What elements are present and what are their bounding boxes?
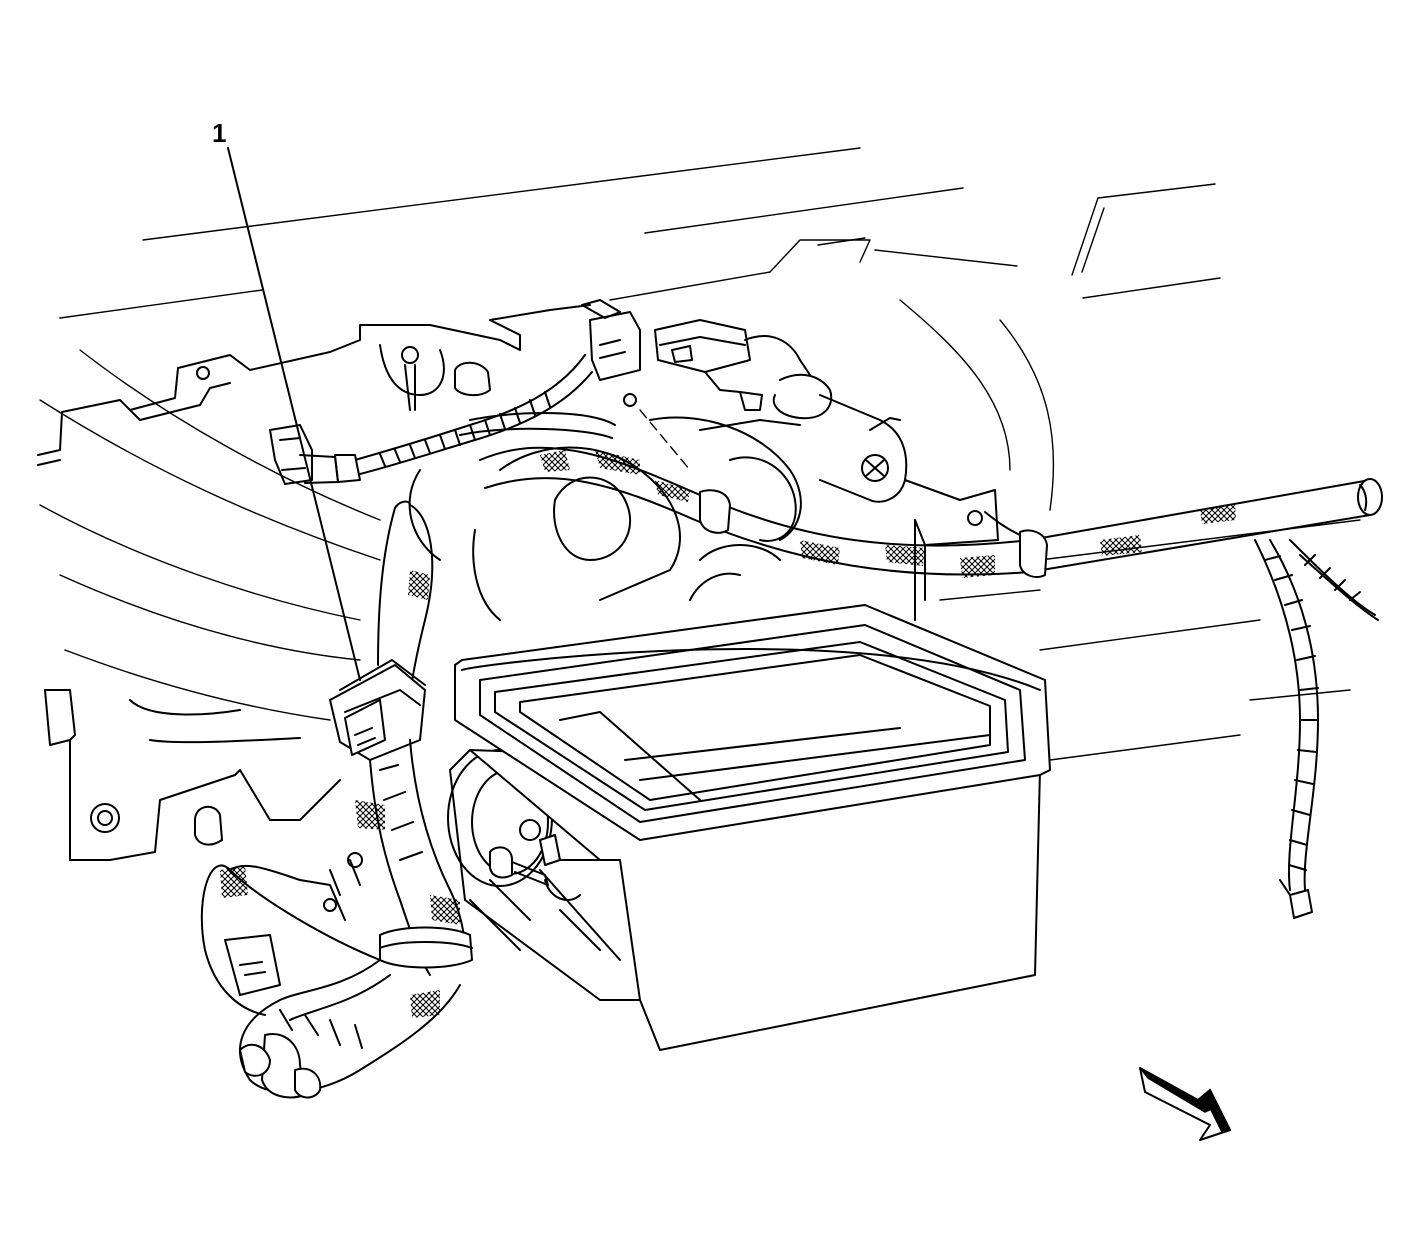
callout-1: 1 bbox=[212, 118, 360, 680]
upper-bracket bbox=[38, 305, 590, 465]
lower-looping-harness bbox=[202, 853, 460, 1098]
right-bracket bbox=[820, 395, 998, 620]
upper-sleeved-wire bbox=[270, 355, 592, 484]
right-dangling-wire bbox=[1255, 540, 1378, 918]
dash-panel-lines bbox=[60, 148, 1220, 318]
callout-1-label: 1 bbox=[212, 118, 226, 148]
hvac-module-body bbox=[410, 417, 801, 620]
front-direction-arrow bbox=[1140, 1068, 1230, 1140]
upper-connector-assembly bbox=[582, 300, 831, 470]
main-harness-trunk bbox=[460, 413, 1382, 578]
filter-housing bbox=[450, 605, 1050, 1050]
lower-left-bracket bbox=[45, 690, 340, 860]
left-vertical-harness bbox=[330, 502, 472, 975]
callout-1-leader bbox=[228, 148, 360, 680]
